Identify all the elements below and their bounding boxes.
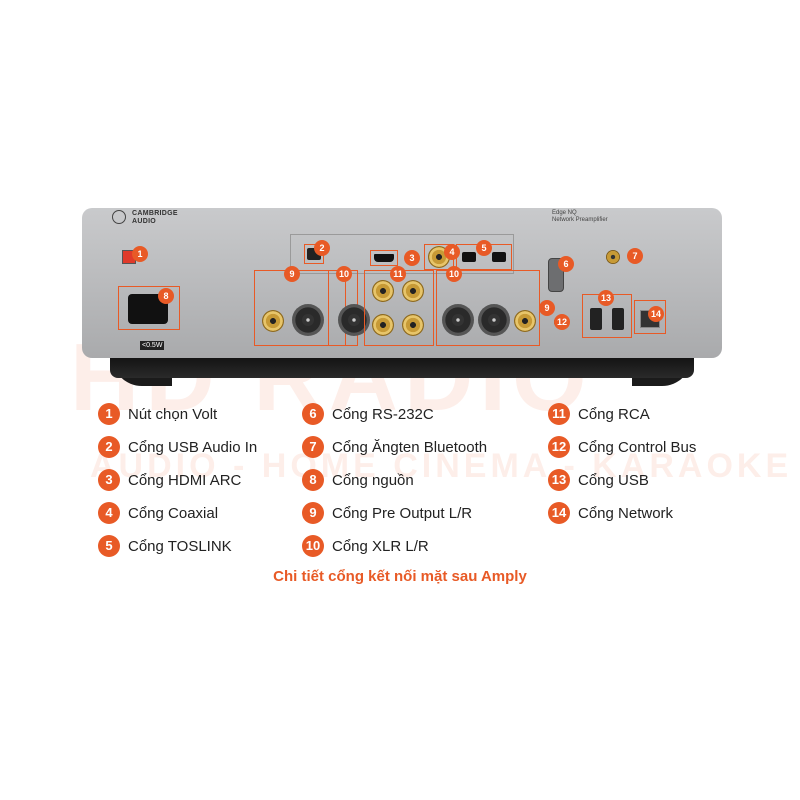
xlr-output-right-1: [292, 304, 324, 336]
rca-input-2: [402, 280, 424, 302]
hdmi-arc-port: [374, 254, 394, 262]
legend-number-badge: 2: [98, 436, 120, 458]
callout-badge: 14: [648, 306, 664, 322]
legend-label: Cổng HDMI ARC: [128, 471, 242, 489]
callout-badge: 3: [404, 250, 420, 266]
model-line-1: Edge NQ: [552, 210, 577, 216]
legend-item: 1 Nút chọn Volt: [98, 403, 217, 425]
legend-item: 8 Cổng nguồn: [302, 469, 414, 491]
legend-number-badge: 3: [98, 469, 120, 491]
legend-item: 10 Cổng XLR L/R: [302, 535, 429, 557]
legend-label: Cổng XLR L/R: [332, 537, 429, 555]
brand-logo-icon: [112, 210, 126, 224]
legend-label: Cổng TOSLINK: [128, 537, 232, 555]
legend-item: 5 Cổng TOSLINK: [98, 535, 232, 557]
callout-badge: 1: [132, 246, 148, 262]
brand-line-1: CAMBRIDGE: [132, 210, 178, 217]
legend-number-badge: 12: [548, 436, 570, 458]
callout-badge: 7: [627, 248, 643, 264]
legend-number-badge: 6: [302, 403, 324, 425]
legend-number-badge: 14: [548, 502, 570, 524]
legend-item: 4 Cổng Coaxial: [98, 502, 218, 524]
toslink-port-1: [462, 252, 476, 262]
callout-badge: 13: [598, 290, 614, 306]
callout-badge: 12: [554, 314, 570, 330]
legend-item: 2 Cổng USB Audio In: [98, 436, 257, 458]
usb-port-2: [612, 308, 624, 330]
legend-item: 14 Cổng Network: [548, 502, 673, 524]
legend-label: Cổng USB Audio In: [128, 438, 258, 456]
pre-output-left-rca: [514, 310, 536, 332]
legend-item: 3 Cổng HDMI ARC: [98, 469, 241, 491]
model-line-2: Network Preamplifier: [552, 217, 608, 223]
legend-number-badge: 5: [98, 535, 120, 557]
callout-badge: 2: [314, 240, 330, 256]
legend-label: Cổng Coaxial: [128, 504, 219, 522]
brand-line-2: AUDIO: [132, 218, 157, 225]
toslink-port-2: [492, 252, 506, 262]
legend-item: 11 Cổng RCA: [548, 403, 650, 425]
watermark-sub: AUDIO - HOME CINEMA - KARAOKE: [90, 447, 793, 485]
legend-label: Cổng USB: [578, 471, 649, 489]
amplifier-rear-panel: CAMBRIDGE AUDIO Edge NQ Network Preampli…: [82, 208, 722, 386]
callout-badge: 8: [158, 288, 174, 304]
callout-badge: 11: [390, 266, 406, 282]
power-inlet-highlight: [118, 286, 180, 330]
legend-item: 7 Cổng Ăngten Bluetooth: [302, 436, 487, 458]
diagram-caption: Chi tiết cổng kết nối mặt sau Amply: [273, 568, 527, 585]
network-highlight: [634, 300, 666, 334]
rca-input-1: [372, 280, 394, 302]
standby-power-label: <0.5W: [140, 341, 165, 350]
callout-badge: 9: [539, 300, 555, 316]
xlr-input-left: [442, 304, 474, 336]
legend-number-badge: 8: [302, 469, 324, 491]
legend-item: 9 Cổng Pre Output L/R: [302, 502, 472, 524]
legend-label: Cổng Pre Output L/R: [332, 504, 473, 522]
legend-number-badge: 9: [302, 502, 324, 524]
legend-number-badge: 13: [548, 469, 570, 491]
legend-number-badge: 11: [548, 403, 570, 425]
legend-label: Cổng Ăngten Bluetooth: [332, 438, 488, 456]
legend-item: 13 Cổng USB: [548, 469, 649, 491]
legend-label: Cổng RCA: [578, 405, 650, 423]
legend-number-badge: 4: [98, 502, 120, 524]
legend-label: Cổng Control Bus: [578, 438, 697, 456]
brand-name: CAMBRIDGE AUDIO: [132, 210, 178, 226]
legend-label: Cổng nguồn: [332, 471, 414, 489]
device-panel: CAMBRIDGE AUDIO Edge NQ Network Preampli…: [82, 208, 722, 358]
callout-badge: 10: [446, 266, 462, 282]
rca-input-4: [402, 314, 424, 336]
legend-item: 12 Cổng Control Bus: [548, 436, 696, 458]
callout-badge: 6: [558, 256, 574, 272]
legend-number-badge: 10: [302, 535, 324, 557]
callout-badge: 10: [336, 266, 352, 282]
legend-label: Cổng Network: [578, 504, 674, 522]
callout-badge: 9: [284, 266, 300, 282]
bluetooth-antenna-port: [606, 250, 620, 264]
hdmi-arc-highlight: [370, 250, 398, 266]
usb-port-1: [590, 308, 602, 330]
legend-label: Cổng RS-232C: [332, 405, 434, 423]
legend-number-badge: 7: [302, 436, 324, 458]
device-base: [110, 358, 694, 378]
xlr-output-left: [478, 304, 510, 336]
rca-input-3: [372, 314, 394, 336]
legend-number-badge: 1: [98, 403, 120, 425]
legend-label: Nút chọn Volt: [128, 405, 218, 423]
model-name: Edge NQ Network Preamplifier: [552, 210, 608, 224]
callout-badge: 5: [476, 240, 492, 256]
legend-item: 6 Cổng RS-232C: [302, 403, 434, 425]
pre-output-right-rca: [262, 310, 284, 332]
